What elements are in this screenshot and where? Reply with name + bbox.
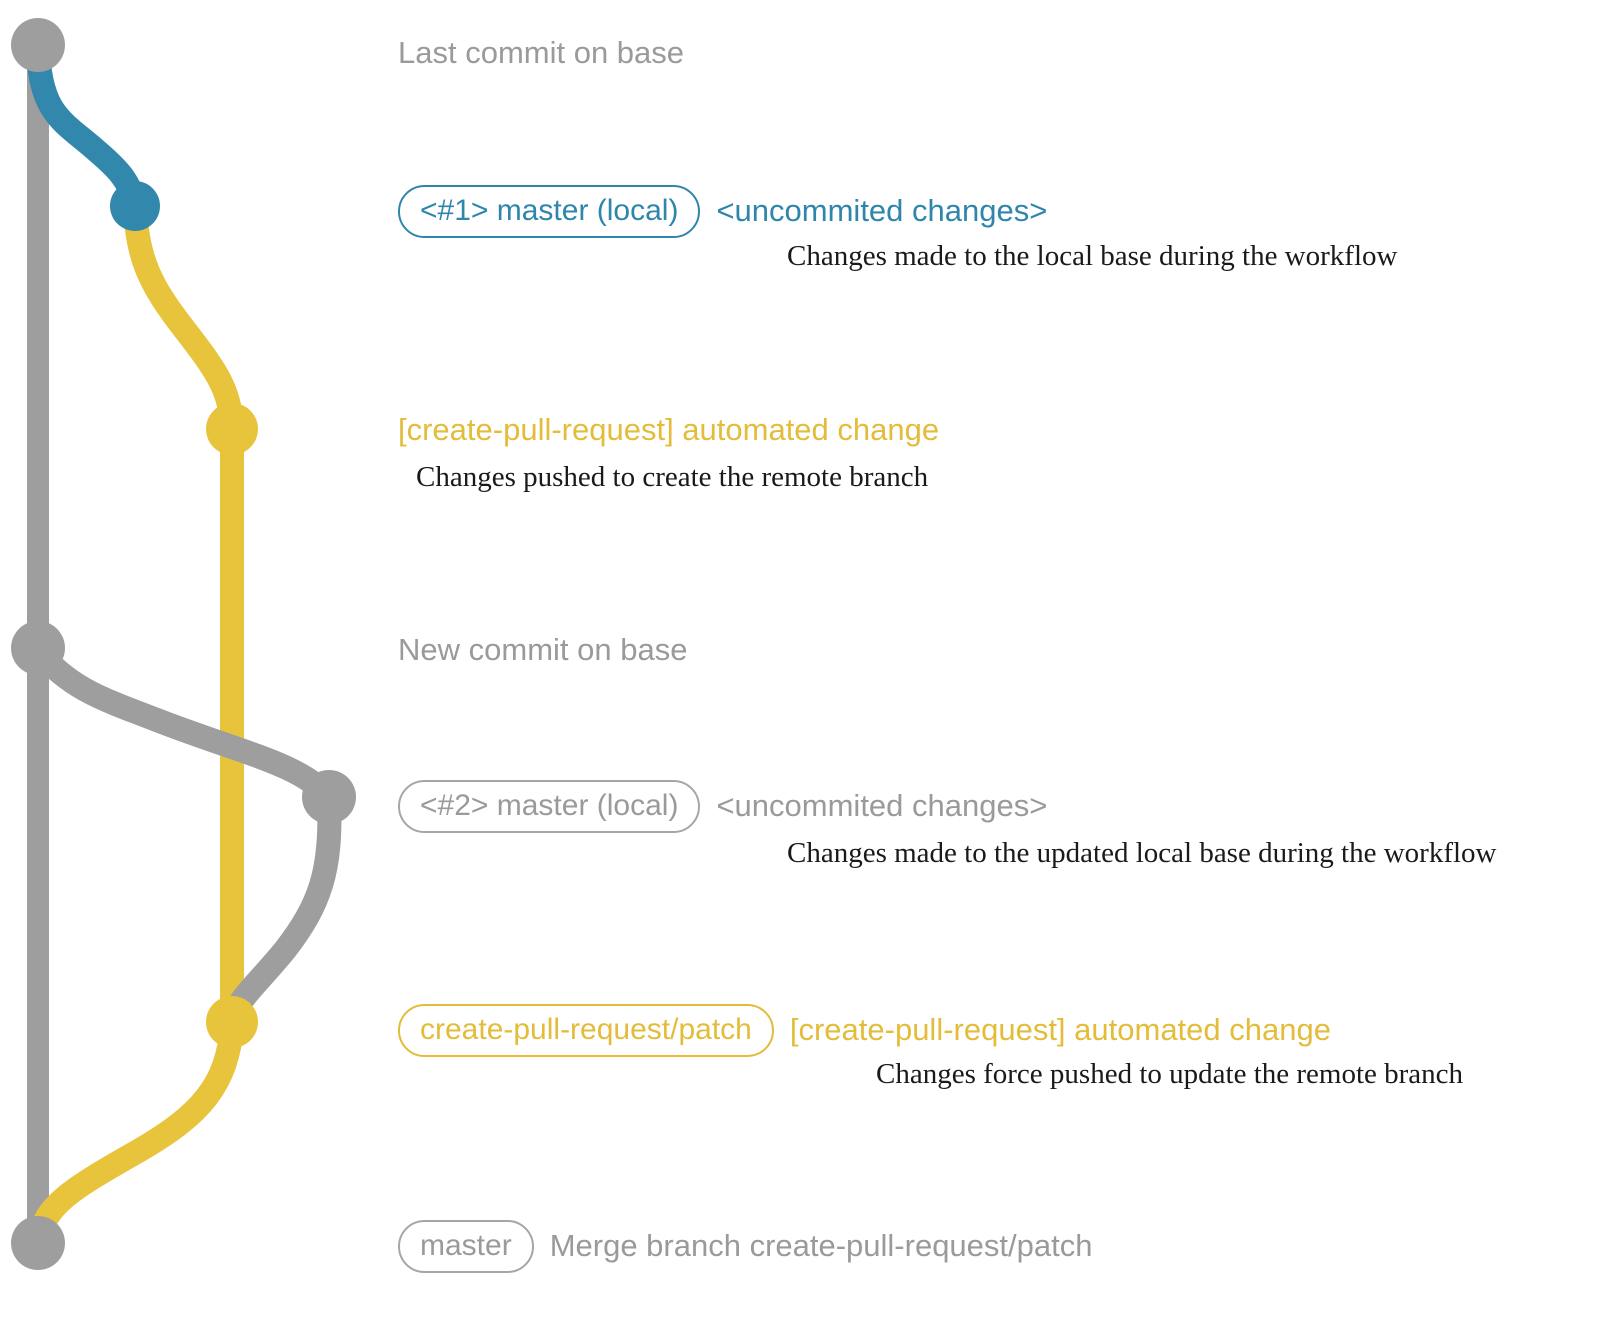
row-patch-1: [create-pull-request] automated change [398,412,940,447]
edge-patch2-to-merge [26,1012,244,1255]
commit-node-local-2[interactable] [302,770,356,824]
commit-node-base-2[interactable] [11,621,65,675]
commit-node-patch-1[interactable] [206,403,258,455]
commit-node-base-1[interactable] [11,18,65,72]
description-patch-1: Changes pushed to create the remote bran… [416,461,929,493]
row-local-1: <#1> master (local) <uncommited changes> [398,185,1047,238]
subject-local-1: <uncommited changes> [716,193,1048,229]
row-merge: master Merge branch create-pull-request/… [398,1220,1092,1273]
description-local-1: Changes made to the local base during th… [787,240,1398,272]
commit-node-patch-2[interactable] [206,996,258,1048]
edge-base2-to-local2 [26,638,341,809]
row-patch-2: create-pull-request/patch [create-pull-r… [398,1004,1331,1057]
subject-patch-1: [create-pull-request] automated change [398,412,940,447]
subject-patch-2: [create-pull-request] automated change [789,1012,1331,1048]
subject-merge: Merge branch create-pull-request/patch [549,1228,1093,1264]
heading-new-commit-on-base: New commit on base [398,632,688,667]
heading-last-commit-on-base: Last commit on base [398,35,685,70]
commit-node-local-1[interactable] [110,181,160,231]
subject-local-2: <uncommited changes> [716,788,1048,824]
badge-local-2[interactable]: <#2> master (local) [398,780,701,833]
badge-local-1[interactable]: <#1> master (local) [398,185,701,238]
badge-patch-2[interactable]: create-pull-request/patch [398,1004,774,1057]
edge-local1-to-patch1 [123,196,244,441]
badge-master[interactable]: master [398,1220,534,1273]
row-local-2: <#2> master (local) <uncommited changes> [398,780,1047,833]
commit-node-merge[interactable] [11,1216,65,1270]
description-local-2: Changes made to the updated local base d… [787,837,1497,869]
description-patch-2: Changes force pushed to update the remot… [876,1058,1464,1090]
